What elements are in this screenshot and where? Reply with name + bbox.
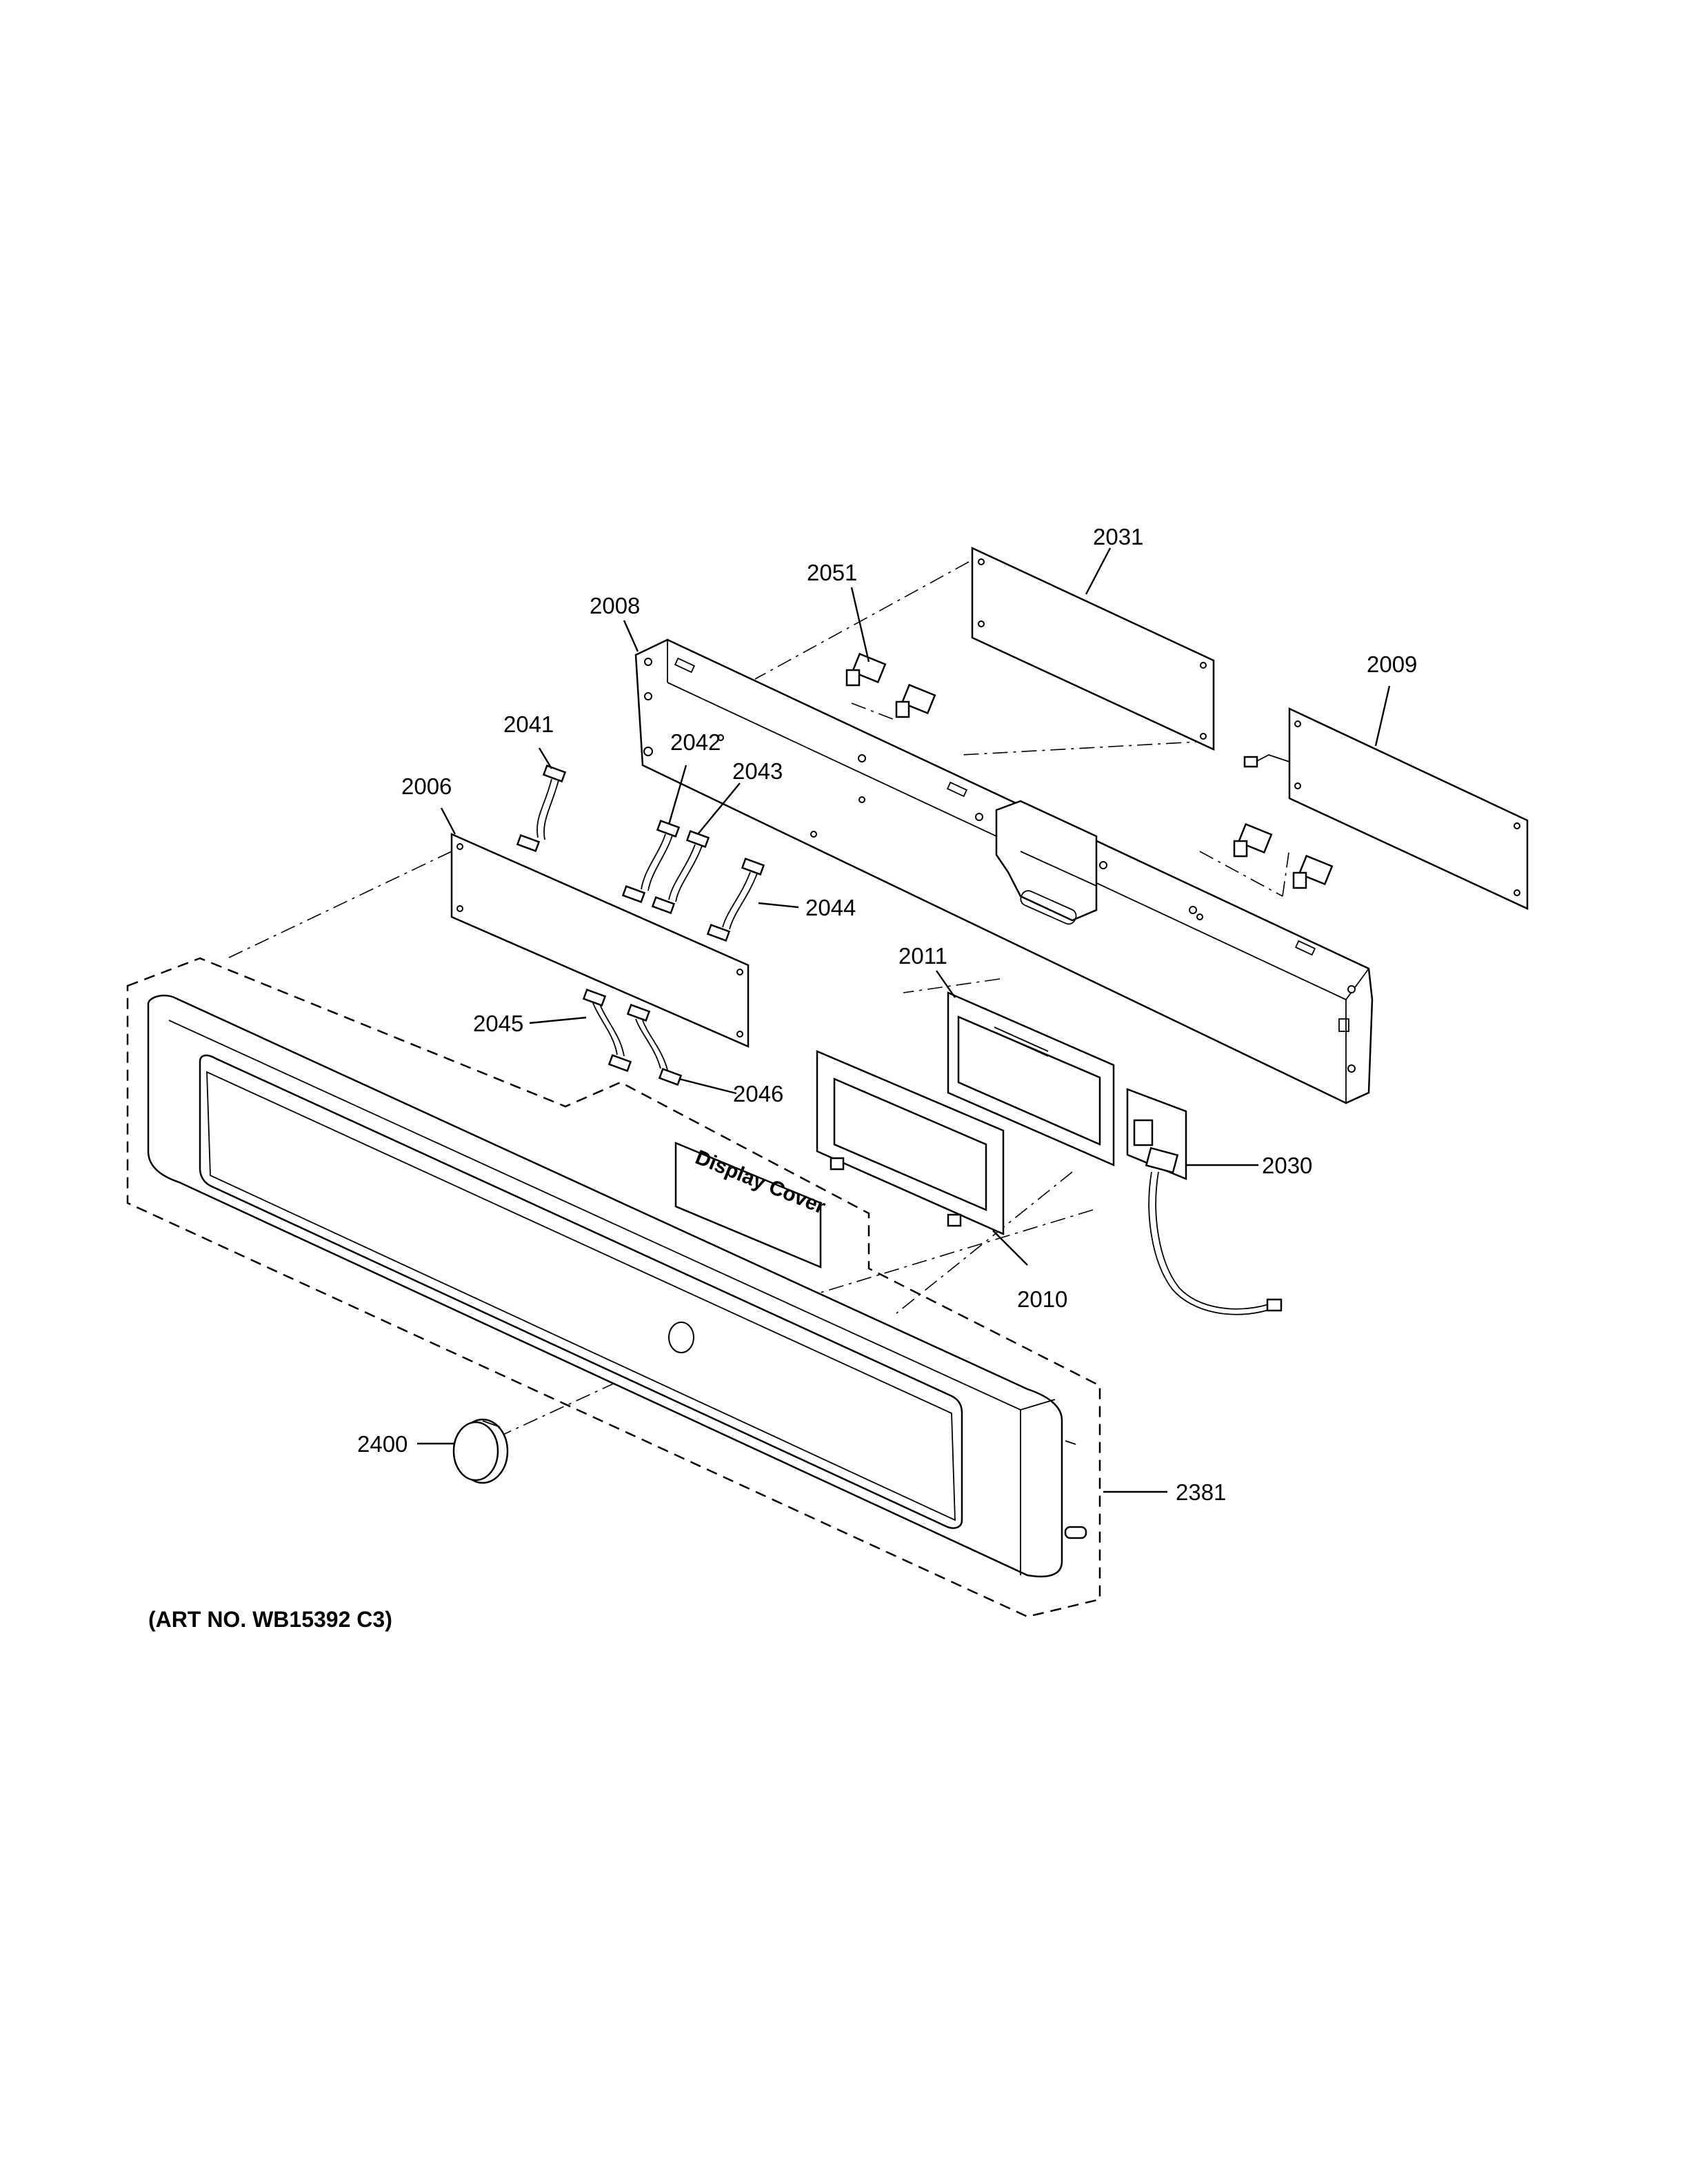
- callout-2400: 2400: [357, 1431, 408, 1457]
- control-bracket-2008[interactable]: [634, 638, 1374, 1104]
- callout-2051: 2051: [807, 560, 857, 585]
- control-board-2009[interactable]: [1243, 707, 1529, 910]
- leader-lines: [417, 547, 1391, 1493]
- callout-2044: 2044: [805, 895, 856, 920]
- callout-2011: 2011: [898, 943, 947, 969]
- callout-2010: 2010: [1017, 1286, 1067, 1312]
- callout-2041: 2041: [503, 711, 554, 737]
- callout-2045: 2045: [473, 1011, 523, 1036]
- display-module-2011[interactable]: [947, 991, 1115, 1166]
- callout-2030: 2030: [1262, 1153, 1312, 1178]
- callout-2046: 2046: [733, 1081, 783, 1106]
- switch-harness-2030[interactable]: [1126, 1088, 1283, 1315]
- control-board-2006[interactable]: [450, 833, 750, 1048]
- control-board-2031[interactable]: [971, 547, 1215, 751]
- callout-2006: 2006: [401, 774, 452, 799]
- callout-2042: 2042: [670, 729, 721, 755]
- knob-2400[interactable]: [452, 1418, 509, 1484]
- display-frame-2010[interactable]: [816, 1050, 1005, 1235]
- wire-harnesses[interactable]: [516, 765, 765, 1086]
- art-number: (ART NO. WB15392 C3): [148, 1607, 392, 1632]
- callout-2008: 2008: [590, 593, 640, 618]
- callouts: 2031 2051 2008 2009 2041 2042 2043 2006 …: [357, 524, 1417, 1505]
- callout-2031: 2031: [1093, 524, 1143, 549]
- switch-2051[interactable]: [845, 652, 1334, 889]
- callout-2009: 2009: [1367, 651, 1417, 677]
- callout-2381: 2381: [1176, 1479, 1226, 1505]
- callout-2043: 2043: [732, 758, 783, 784]
